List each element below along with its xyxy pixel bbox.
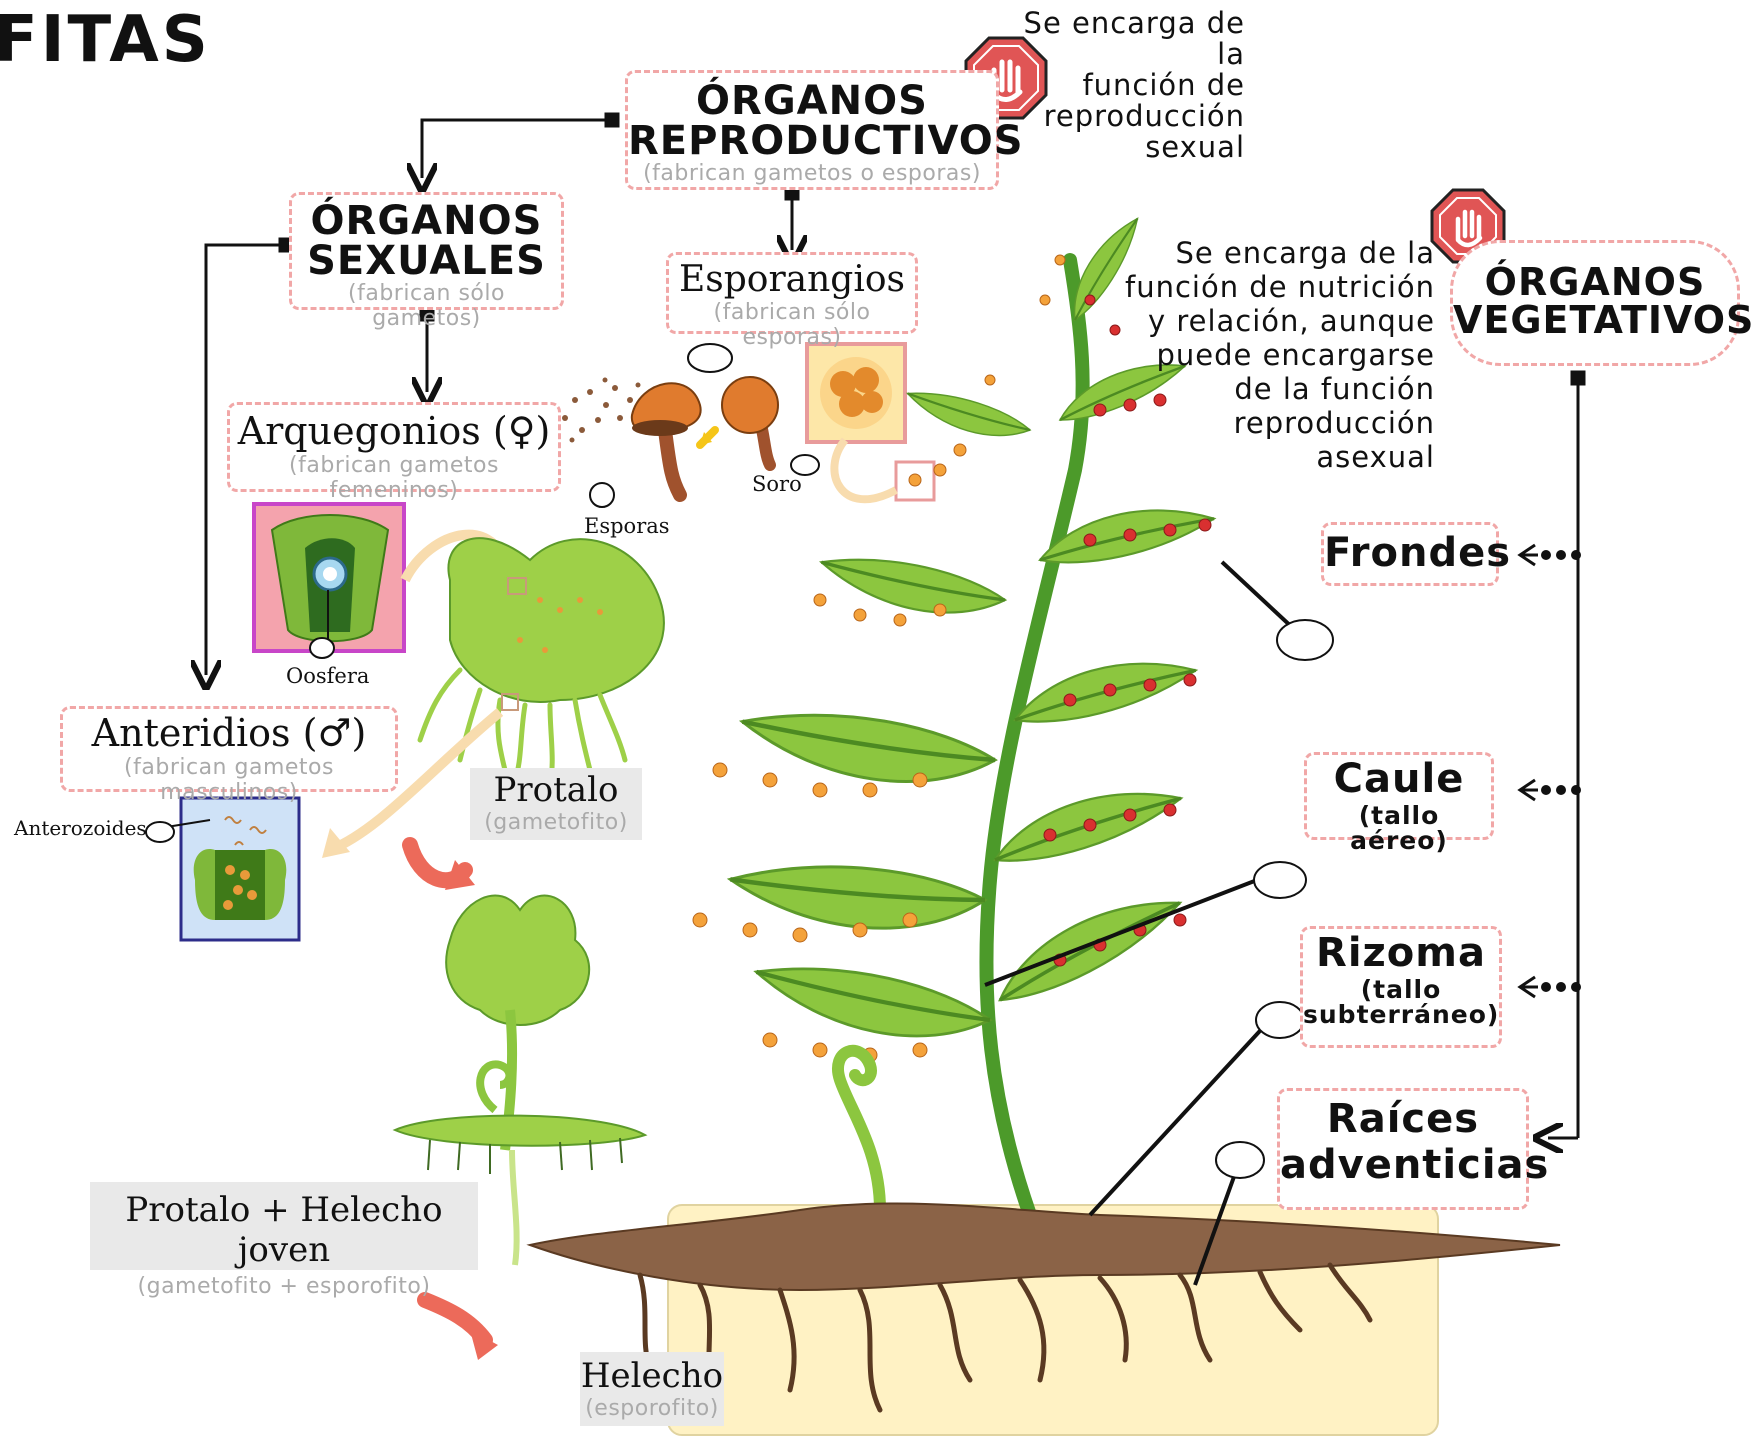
dotted-arrows — [1520, 545, 1581, 997]
vegetative-heading-line1: ÓRGANOS — [1453, 263, 1737, 301]
rhizome-label: Rizoma — [1303, 933, 1499, 973]
archegonia-box: Arquegonios (♀) (fabrican gametos femeni… — [227, 402, 561, 492]
sexual-heading-line2: SEXUALES — [292, 241, 561, 281]
young-fern-label-box: Protalo + Helecho joven (gametofito + es… — [90, 1182, 478, 1270]
sexual-heading-line1: ÓRGANOS — [292, 201, 561, 241]
reproductive-heading-line2: REPRODUCTIVOS — [628, 121, 996, 161]
young-fern-sublabel: (gametofito + esporofito) — [90, 1274, 478, 1299]
young-fern-label: Protalo + Helecho joven — [90, 1190, 478, 1270]
roots-label-1: Raíces — [1280, 1099, 1526, 1139]
prothallus-label: Protalo — [470, 770, 642, 810]
fronds-label: Frondes — [1324, 533, 1496, 573]
vegetative-heading-line2: VEGETATIVOS — [1453, 301, 1737, 339]
antherozoids-label: Anterozoides — [14, 816, 147, 840]
stem-label: Caule — [1307, 759, 1491, 799]
fern-sublabel: (esporofito) — [580, 1396, 724, 1421]
stem-sublabel: (tallo aéreo) — [1307, 803, 1491, 853]
vegetative-organs-box: ÓRGANOS VEGETATIVOS — [1450, 240, 1740, 366]
antheridia-subtitle: (fabrican gametos masculinos) — [63, 755, 395, 805]
sorus-label: Soro — [752, 472, 802, 496]
reproductive-organs-box: ÓRGANOS REPRODUCTIVOS (fabrican gametos … — [625, 70, 999, 190]
sporangia-illustration — [562, 377, 778, 495]
page-title: FITAS — [0, 8, 211, 72]
antheridia-label: Anteridios (♂) — [63, 711, 395, 755]
antheridium-inset — [148, 798, 299, 940]
reproductive-subtitle: (fabrican gametos o esporas) — [628, 161, 996, 186]
spores-label: Esporas — [584, 514, 670, 538]
sexual-subtitle: (fabrican sólo gametos) — [292, 281, 561, 331]
archegonia-subtitle: (fabrican gametos femeninos) — [230, 453, 558, 503]
rhizome-sublabel-1: (tallo — [1303, 977, 1499, 1002]
fern-label-box: Helecho (esporofito) — [580, 1352, 724, 1426]
sexual-organs-box: ÓRGANOS SEXUALES (fabrican sólo gametos) — [289, 192, 564, 310]
fern-label: Helecho — [580, 1356, 724, 1396]
archegonia-label: Arquegonios (♀) — [230, 409, 558, 453]
antheridia-box: Anteridios (♂) (fabrican gametos masculi… — [60, 706, 398, 792]
prothallus-label-box: Protalo (gametofito) — [470, 768, 642, 840]
sporangia-subtitle: (fabrican sólo esporas) — [669, 300, 915, 350]
sporangia-label: Esporangios — [669, 259, 915, 300]
fronds-box: Frondes — [1321, 522, 1499, 586]
sporangia-box: Esporangios (fabrican sólo esporas) — [666, 252, 918, 334]
roots-box: Raíces adventicias — [1277, 1088, 1529, 1210]
rhizome-box: Rizoma (tallo subterráneo) — [1300, 926, 1502, 1048]
roots-label-2: adventicias — [1280, 1145, 1526, 1185]
prothallus-sublabel: (gametofito) — [470, 810, 642, 835]
reproductive-note: Se encarga de la función de reproducción… — [990, 8, 1245, 163]
reproductive-heading-line1: ÓRGANOS — [628, 81, 996, 121]
oosphere-label: Oosfera — [286, 664, 369, 688]
archegonium-inset — [254, 504, 404, 651]
rhizome-sublabel-2: subterráneo) — [1303, 1002, 1499, 1027]
stem-box: Caule (tallo aéreo) — [1304, 752, 1494, 840]
vegetative-note: Se encarga de la función de nutrición y … — [1110, 236, 1435, 474]
